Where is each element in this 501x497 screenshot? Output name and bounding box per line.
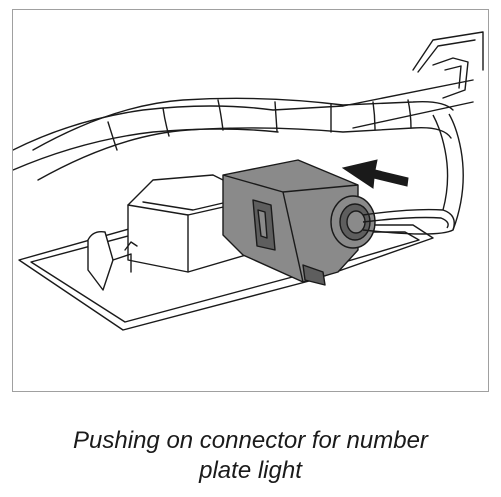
mounting-bracket bbox=[412, 31, 484, 99]
retaining-clip bbox=[87, 230, 138, 291]
figure-caption: Pushing on connector for number plate li… bbox=[0, 426, 501, 486]
connector bbox=[222, 159, 376, 286]
wiring-harness bbox=[32, 97, 454, 181]
body-panel bbox=[13, 79, 474, 171]
caption-line-2: plate light bbox=[199, 457, 302, 484]
technical-illustration bbox=[13, 31, 484, 331]
push-direction-arrow-icon bbox=[341, 159, 409, 189]
illustration-frame bbox=[12, 9, 489, 392]
connector-wires bbox=[362, 113, 464, 235]
caption-line-1: Pushing on connector for number bbox=[73, 427, 428, 454]
